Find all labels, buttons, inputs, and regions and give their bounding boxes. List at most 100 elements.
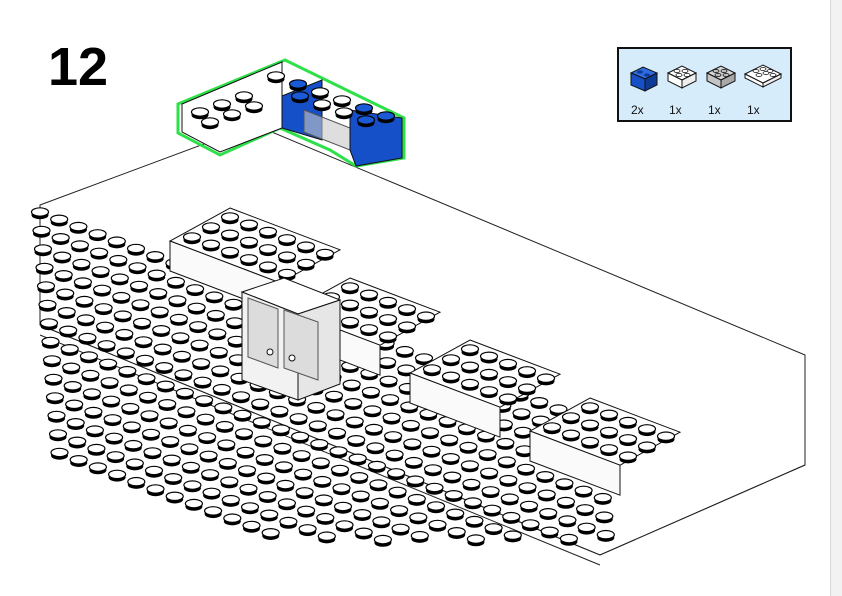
stud: [460, 378, 480, 389]
stud: [239, 219, 259, 230]
stud: [134, 336, 153, 346]
stud: [180, 443, 199, 453]
stud: [231, 391, 251, 401]
stud: [273, 442, 292, 453]
stud: [147, 269, 166, 280]
stud: [359, 306, 379, 317]
stud: [521, 519, 540, 529]
stud: [125, 458, 144, 468]
stud: [237, 465, 257, 475]
stud: [496, 437, 515, 448]
stud: [517, 383, 537, 393]
stud: [158, 398, 177, 409]
stud: [422, 445, 441, 456]
baseplate-assembly: [30, 124, 806, 566]
stud: [116, 347, 135, 357]
white-plate-2x3-icon: [743, 64, 783, 88]
stud: [277, 251, 297, 262]
stud: [296, 258, 316, 269]
stud: [279, 516, 298, 527]
stud: [198, 432, 217, 442]
stud: [62, 362, 81, 373]
parts-list-item: 1x: [704, 57, 744, 117]
stud: [372, 516, 391, 526]
stud: [182, 232, 202, 242]
stud: [47, 410, 66, 421]
stud: [460, 460, 479, 470]
stud: [378, 357, 397, 367]
stud: [332, 483, 351, 493]
stud: [518, 482, 537, 492]
stud: [200, 117, 220, 127]
stud: [298, 524, 317, 534]
stud: [95, 321, 115, 332]
stud: [239, 254, 259, 264]
stud: [88, 462, 108, 472]
stud: [218, 457, 237, 468]
stud: [497, 456, 516, 466]
stud: [205, 291, 224, 301]
stud: [397, 321, 417, 331]
stud: [596, 529, 615, 540]
door-knob-icon: [266, 348, 274, 356]
parts-list-panel: 2x 1x 1x: [617, 47, 792, 122]
stud: [30, 207, 50, 217]
stud: [558, 515, 577, 525]
stud: [208, 328, 227, 338]
stud: [559, 533, 579, 544]
stud: [423, 464, 443, 474]
stud: [324, 390, 344, 401]
part-quantity: 1x: [747, 103, 760, 117]
stud: [106, 451, 125, 461]
stud: [401, 419, 420, 430]
stud: [121, 402, 140, 413]
stud: [656, 431, 676, 441]
stud: [574, 485, 593, 496]
stud: [242, 520, 261, 531]
stud: [69, 454, 88, 465]
stud: [379, 375, 398, 386]
stud: [186, 284, 205, 294]
stud: [162, 454, 181, 465]
stud: [69, 221, 88, 232]
stud: [595, 511, 614, 521]
stud: [498, 393, 518, 403]
stud: [575, 504, 595, 514]
stud: [266, 71, 286, 81]
stud: [181, 461, 200, 472]
stud: [143, 447, 162, 457]
stud: [387, 468, 406, 478]
stud: [87, 443, 106, 454]
stud: [466, 534, 485, 544]
stud: [516, 463, 536, 474]
stud: [420, 427, 440, 437]
stud: [378, 296, 398, 307]
stud: [129, 280, 149, 291]
stud: [177, 406, 196, 416]
stud: [333, 501, 353, 512]
stud: [537, 489, 556, 500]
part-quantity: 2x: [631, 103, 644, 117]
stud: [274, 461, 293, 471]
stud: [100, 377, 119, 387]
stud: [119, 384, 138, 394]
stud: [414, 353, 434, 363]
stud: [599, 426, 619, 437]
stud: [307, 401, 326, 412]
stud: [196, 413, 215, 424]
stud: [354, 103, 374, 113]
stud: [79, 351, 99, 361]
stud: [519, 500, 539, 511]
stud: [101, 395, 121, 406]
stud: [350, 471, 369, 482]
stud: [178, 424, 197, 435]
stud: [109, 254, 128, 265]
stud: [212, 383, 231, 394]
stud: [70, 240, 90, 250]
new-parts-highlight: [176, 58, 406, 168]
stud: [35, 262, 54, 273]
part-quantity: 1x: [708, 103, 721, 117]
stud: [97, 340, 116, 350]
stud: [171, 332, 190, 342]
stud: [236, 446, 255, 457]
